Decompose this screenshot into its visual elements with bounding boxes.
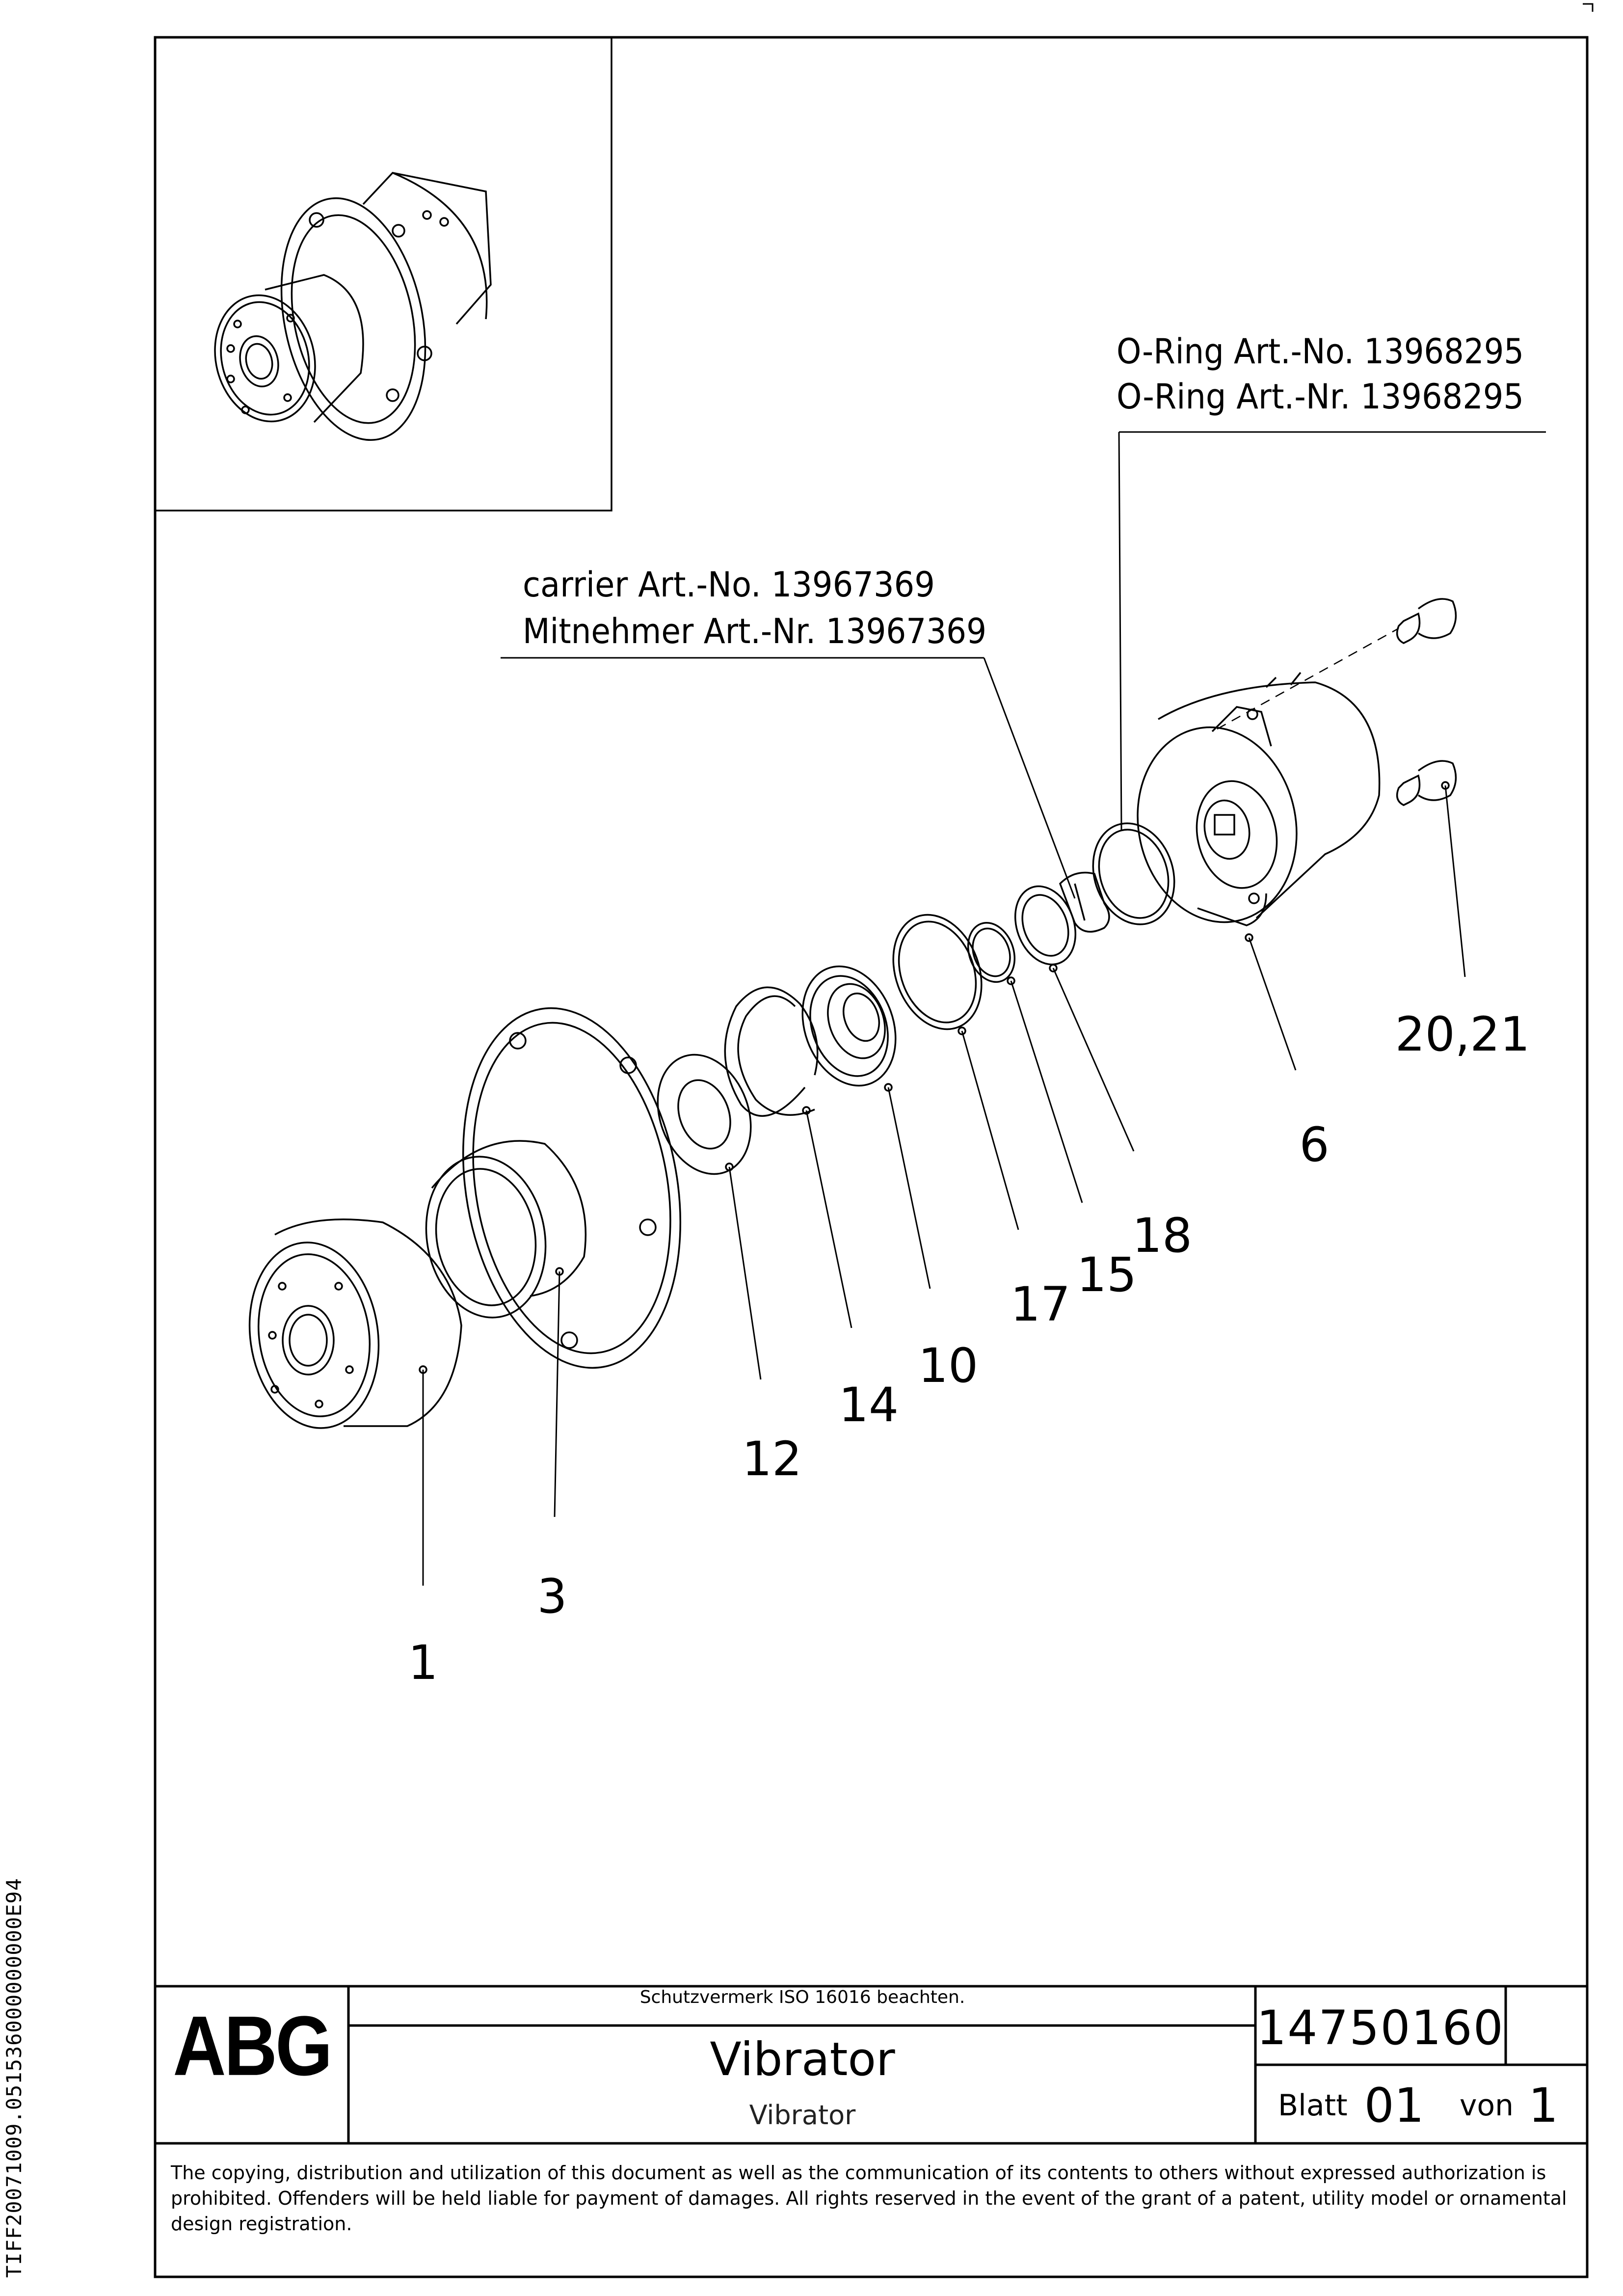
item-number-20-21: 20,21	[1395, 1007, 1530, 1062]
carrier-callout-line1: carrier Art.-No. 13967369	[523, 565, 935, 605]
drawing-title: Vibrator	[710, 2032, 895, 2086]
corner-mark	[1583, 3, 1594, 12]
oring-13968295	[1092, 822, 1175, 925]
oring-callout-line1: O-Ring Art.-No. 13968295	[1117, 331, 1524, 372]
legal-notice: The copying, distribution and utilizatio…	[171, 2162, 1567, 2235]
part-17-ring	[892, 914, 983, 1035]
leader-lines	[422, 431, 1546, 1586]
part-6-motor-housing	[1137, 672, 1381, 942]
part-18-washer	[1014, 885, 1077, 972]
drawing-subtitle: Vibrator	[749, 2099, 856, 2131]
vertical-file-code: TIFF20071009.051536000000000E94	[2, 1878, 26, 2278]
sheet-value: 01	[1364, 2078, 1424, 2133]
item-number-18: 18	[1132, 1208, 1192, 1263]
document-number: 14750160	[1256, 2000, 1504, 2055]
item-number-10: 10	[918, 1338, 978, 1393]
abg-logo: ABG	[173, 1998, 332, 2093]
sheet-label: Blatt	[1278, 2088, 1348, 2123]
of-value: 1	[1528, 2078, 1559, 2133]
part-10-bearing	[801, 965, 897, 1092]
oring-callout-line2: O-Ring Art.-Nr. 13968295	[1117, 377, 1524, 417]
item-number-6: 6	[1299, 1117, 1329, 1172]
item-number-3: 3	[537, 1569, 567, 1624]
item-number-17: 17	[1011, 1277, 1070, 1332]
part-3-flange-housing	[425, 1007, 682, 1369]
item-number-1: 1	[408, 1635, 438, 1690]
part-20-21-screws	[1396, 598, 1457, 806]
item-number-12: 12	[742, 1432, 802, 1486]
item-number-15: 15	[1077, 1247, 1137, 1302]
assembly-axis-line	[1217, 627, 1399, 730]
part-1-end-hub	[248, 1218, 462, 1429]
of-label: von	[1459, 2088, 1514, 2123]
carrier-callout-line2: Mitnehmer Art.-Nr. 13967369	[523, 611, 986, 651]
sheet-info: Blatt 01 von 1	[1256, 2069, 1558, 2142]
protection-note: Schutzvermerk ISO 16016 beachten.	[639, 1987, 965, 2007]
carrier-part	[1059, 871, 1110, 933]
drawing-frame	[154, 36, 1589, 2278]
part-15-small-circlip	[967, 921, 1016, 985]
item-number-14: 14	[839, 1378, 899, 1432]
overview-inset	[155, 37, 612, 512]
part-12-spacer-ring	[657, 1053, 752, 1175]
